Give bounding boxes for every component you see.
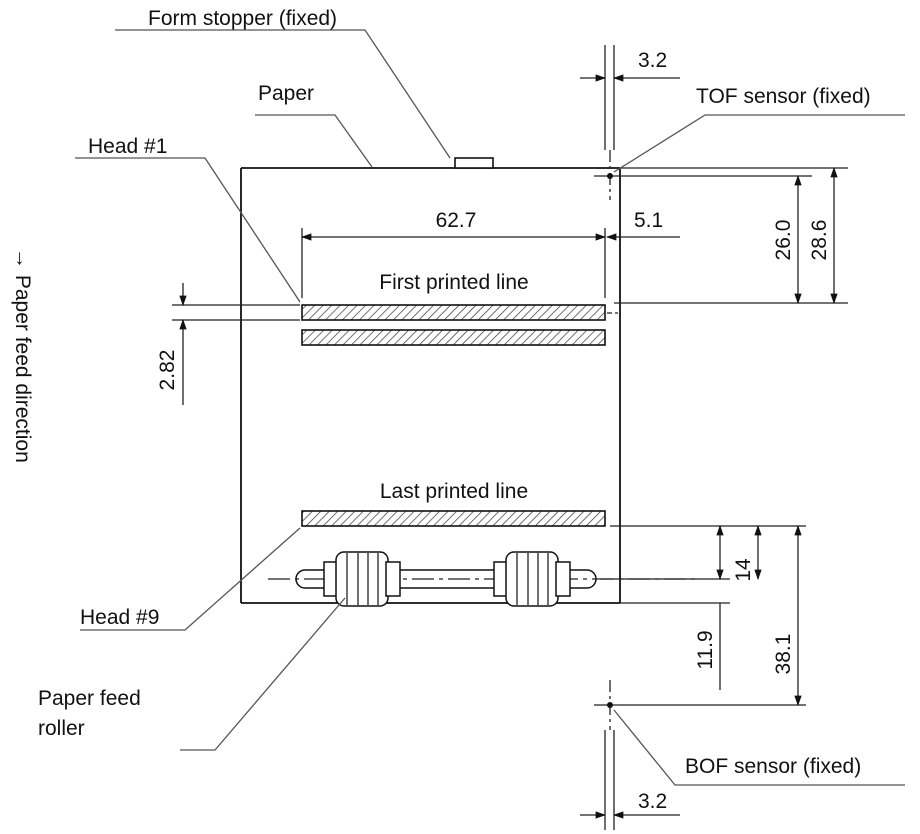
dim-last-line-to-roller: 14 [732, 558, 755, 582]
roller-right [493, 551, 571, 607]
dim-line-pitch: 2.82 [156, 350, 179, 391]
roller-left [323, 551, 401, 607]
paper-sheet [240, 167, 621, 604]
dim-tof-offset: 3.2 [638, 49, 667, 72]
paper-feed-roller [268, 551, 700, 607]
head-1-label: Head #1 [88, 135, 167, 158]
dim-top-to-first-line: 26.0 [772, 220, 795, 261]
dimension-lines [179, 74, 838, 819]
bof-sensor [594, 680, 630, 730]
extension-lines [172, 45, 848, 830]
dim-bof-offset: 3.2 [638, 790, 667, 813]
head-9-label: Head #9 [80, 606, 159, 629]
tof-sensor-label: TOF sensor (fixed) [696, 85, 871, 108]
paper-feed-direction-label: → Paper feed direction [11, 248, 34, 463]
leader-lines [75, 29, 905, 786]
form-stopper [454, 157, 494, 169]
first-printed-line-bar [301, 304, 606, 321]
dim-print-width: 62.7 [436, 209, 477, 232]
dim-right-margin: 5.1 [634, 209, 663, 232]
form-stopper-label: Form stopper (fixed) [148, 7, 337, 30]
dim-tof-to-first-line: 28.6 [808, 220, 831, 261]
dim-roller-to-paper-end: 11.9 [694, 630, 717, 669]
last-printed-line-label: Last printed line [380, 480, 528, 503]
last-printed-line-bar [301, 510, 606, 527]
paper-label: Paper [258, 82, 314, 105]
tof-sensor [594, 150, 630, 200]
dim-last-line-to-bof: 38.1 [772, 634, 795, 675]
second-printed-line-bar [301, 329, 606, 346]
paper-feed-roller-label-line1: Paper feed [38, 687, 141, 710]
paper-feed-roller-label-line2: roller [38, 717, 85, 740]
bof-sensor-label: BOF sensor (fixed) [685, 755, 861, 778]
first-printed-line-label: First printed line [379, 271, 528, 294]
